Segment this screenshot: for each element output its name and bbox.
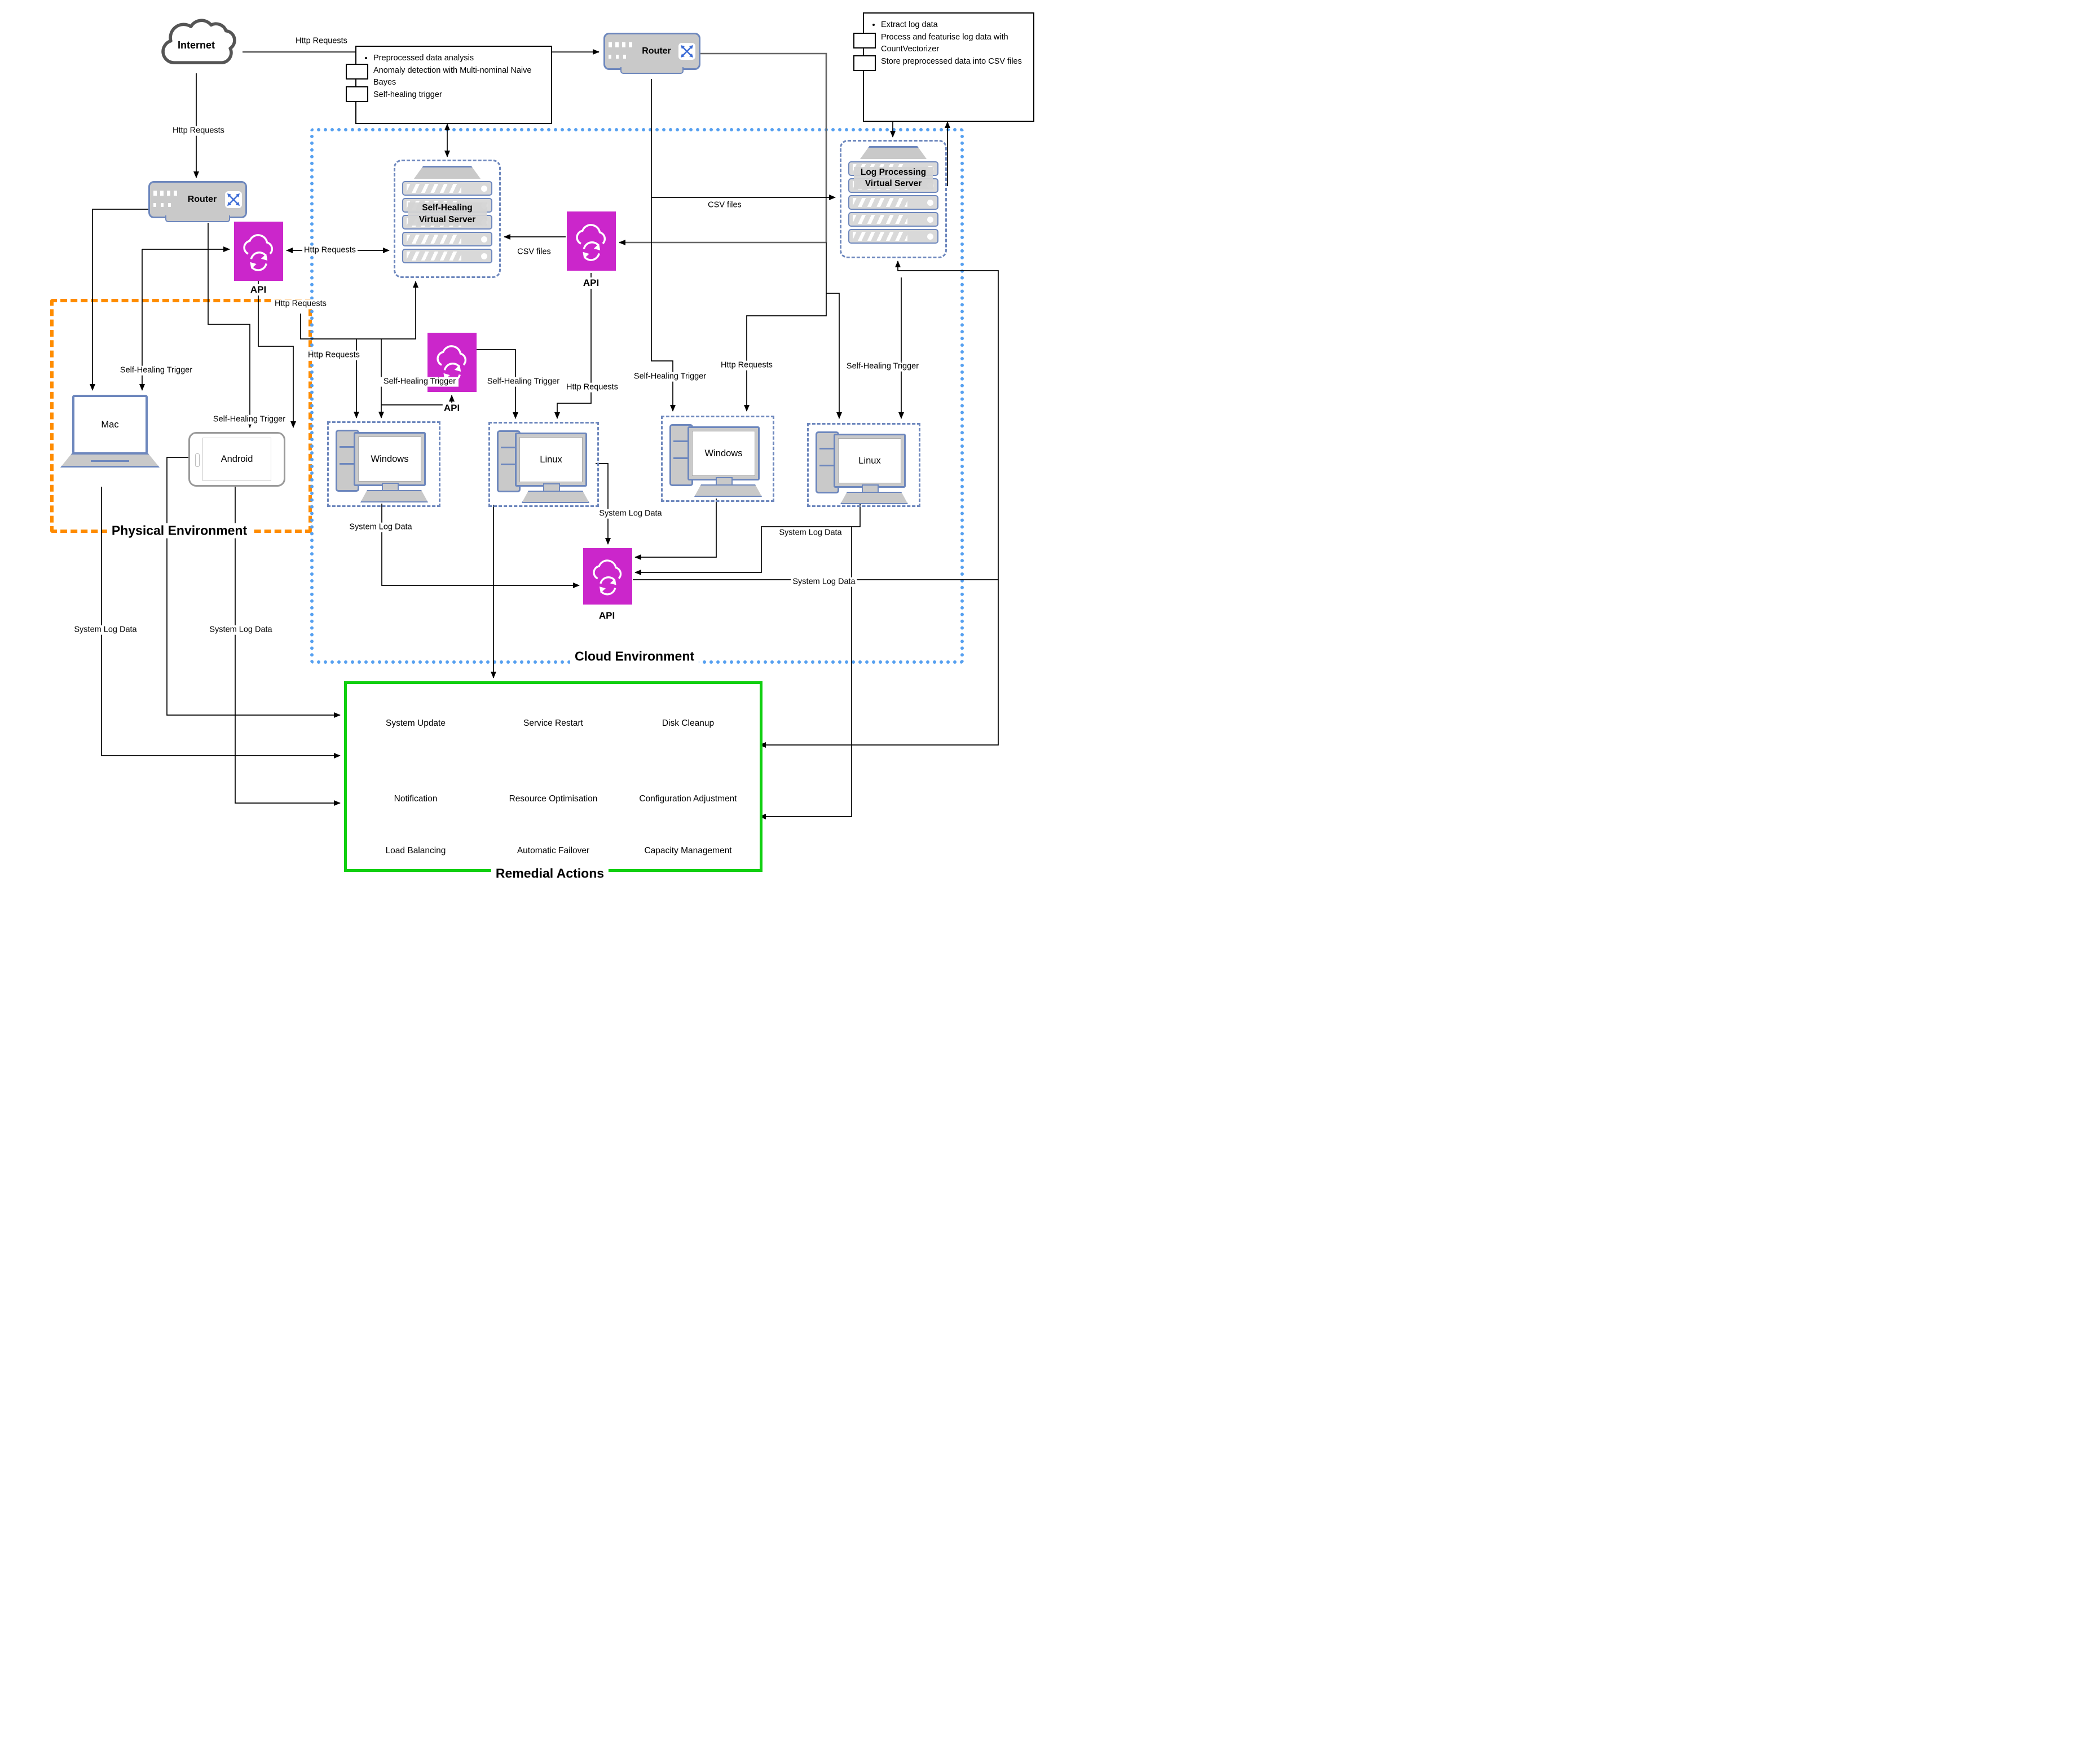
edge-label-csv-files: CSV files	[706, 200, 743, 210]
edge-label-system-log-data: System Log Data	[347, 522, 414, 532]
annotation-bullet: Self-healing trigger	[373, 89, 551, 100]
edge-label-system-log-data: System Log Data	[72, 625, 139, 635]
log-processing-virtual-server: Log Processing Virtual Server	[840, 140, 947, 258]
router-ports	[153, 188, 179, 211]
laptop-icon: Mac	[72, 395, 148, 455]
remedial-item: Service Restart	[523, 718, 583, 728]
edge-label-system-log-data: System Log Data	[597, 509, 664, 519]
edge-label-http-requests: Http Requests	[306, 350, 362, 360]
windows-label: Windows	[358, 436, 421, 482]
edge-label-self-healing-trigger: Self-Healing Trigger	[381, 377, 459, 387]
keyboard-icon	[694, 484, 762, 497]
windows-machine-1: Windows	[327, 421, 440, 507]
desktop-monitor-icon: Linux	[834, 434, 906, 488]
mac-label: Mac	[101, 419, 119, 430]
edge-label-http-requests: Http Requests	[294, 36, 349, 46]
router-cloud: Router	[603, 33, 700, 74]
linux-machine-1: Linux	[488, 422, 599, 507]
remedial-item: Notification	[394, 794, 438, 804]
mac-device: Mac	[60, 395, 160, 487]
log-annotation: Extract log data Process and featurise l…	[863, 12, 1034, 122]
annotation-bullet: Anomaly detection with Multi-nominal Nai…	[373, 65, 551, 88]
api-cloud-sync-icon	[243, 233, 273, 271]
linux-machine-2: Linux	[807, 423, 920, 507]
component-tab-icon	[346, 64, 368, 80]
edge-label-self-healing-trigger: Self-Healing Trigger	[631, 372, 709, 382]
self-healing-server-label: Self-Healing Virtual Server	[408, 202, 487, 226]
crossed-arrows-icon	[225, 191, 242, 208]
router-base	[620, 67, 684, 74]
annotation-bullet: Store preprocessed data into CSV files	[881, 56, 1033, 67]
crossed-arrows-icon	[678, 43, 695, 60]
router-physical: Router	[148, 181, 247, 222]
linux-label: Linux	[838, 438, 901, 483]
self-healing-virtual-server: Self-Healing Virtual Server	[394, 160, 501, 278]
analysis-annotation: Preprocessed data analysis Anomaly detec…	[355, 46, 552, 124]
cloud-icon	[161, 19, 236, 65]
keyboard-icon	[522, 491, 589, 503]
internet-label: Internet	[177, 39, 215, 51]
windows-machine-2: Windows	[661, 416, 774, 502]
annotation-bullet: Preprocessed data analysis	[373, 52, 551, 64]
linux-label: Linux	[519, 437, 583, 482]
remedial-item: Load Balancing	[385, 846, 446, 855]
api-label: API	[442, 403, 461, 414]
edge-label-system-log-data: System Log Data	[208, 625, 274, 635]
component-tab-icon	[853, 33, 876, 48]
android-label: Android	[221, 454, 253, 464]
api-label: API	[581, 277, 601, 289]
component-tab-icon	[853, 55, 876, 71]
server-icon	[860, 146, 927, 159]
windows-label: Windows	[692, 431, 755, 476]
cloud-environment-title: Cloud Environment	[570, 649, 699, 664]
component-tab-icon	[346, 86, 368, 102]
remedial-actions-box: System Update Service Restart Disk Clean…	[344, 681, 762, 872]
api-gateway-physical	[234, 222, 283, 281]
annotation-bullet: Process and featurise log data with Coun…	[881, 32, 1033, 55]
remedial-item: Capacity Management	[644, 846, 732, 855]
api-label: API	[249, 284, 268, 296]
edge-label-self-healing-trigger: Self-Healing Trigger	[484, 377, 562, 387]
desktop-monitor-icon: Windows	[687, 426, 760, 480]
keyboard-icon	[840, 492, 908, 504]
desktop-monitor-icon: Windows	[354, 432, 426, 486]
diagram-canvas: Internet Router Router API	[0, 0, 1049, 882]
edge-label-self-healing-trigger: Self-Healing Trigger	[117, 365, 195, 376]
router-label: Router	[642, 46, 671, 56]
edge-label-http-requests: Http Requests	[719, 360, 774, 371]
edge-label-http-requests: Http Requests	[302, 245, 358, 255]
edge-label-self-healing-trigger: Self-Healing Trigger	[210, 414, 288, 425]
remedial-item: Resource Optimisation	[509, 794, 598, 804]
remedial-item: Disk Cleanup	[662, 718, 715, 728]
edge-label-http-requests: Http Requests	[171, 126, 226, 136]
annotation-bullet: Extract log data	[881, 19, 1033, 30]
remedial-item: Configuration Adjustment	[639, 794, 737, 804]
edge-label-self-healing-trigger: Self-Healing Trigger	[844, 361, 922, 372]
android-device: Android	[188, 432, 285, 487]
edge-label-csv-files: CSV files	[515, 247, 553, 257]
edge-label-http-requests: Http Requests	[273, 299, 328, 309]
api-cloud-sync-icon	[593, 559, 622, 596]
router-ports	[609, 40, 634, 63]
keyboard-icon	[360, 490, 428, 502]
api-cloud-sync-icon	[576, 223, 606, 261]
router-label: Router	[187, 195, 217, 204]
api-label: API	[597, 610, 616, 621]
api-gateway-logs	[583, 548, 632, 605]
connector-lines	[90, 49, 999, 819]
remedial-item: Automatic Failover	[517, 846, 590, 855]
remedial-actions-title: Remedial Actions	[491, 866, 609, 881]
phone-icon: Android	[202, 438, 271, 481]
edge-label-system-log-data: System Log Data	[777, 528, 844, 538]
desktop-monitor-icon: Linux	[515, 433, 587, 487]
remedial-item: System Update	[386, 718, 446, 728]
edge-label-http-requests: Http Requests	[565, 382, 620, 393]
server-icon	[413, 166, 481, 179]
internet-cloud: Internet	[151, 10, 241, 73]
router-base	[165, 215, 230, 222]
log-processing-server-label: Log Processing Virtual Server	[854, 166, 933, 190]
physical-environment-title: Physical Environment	[107, 523, 252, 539]
api-gateway-csv	[567, 211, 616, 271]
edge-label-system-log-data: System Log Data	[791, 577, 857, 587]
